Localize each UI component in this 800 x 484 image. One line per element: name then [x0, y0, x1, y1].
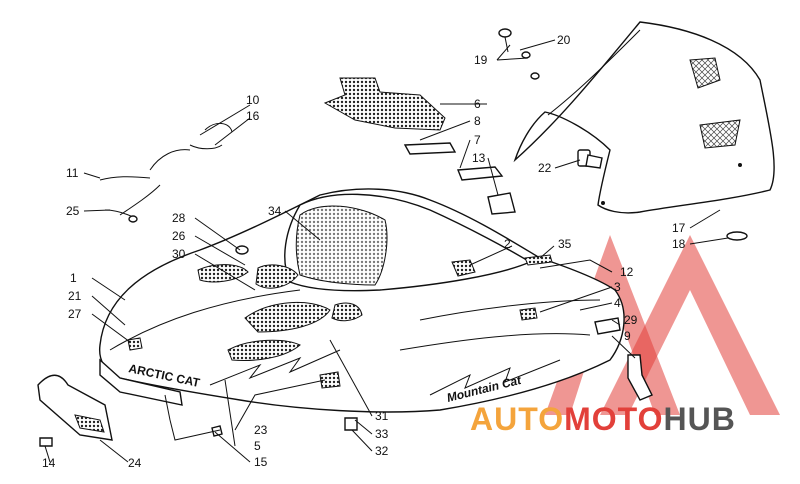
decal-13	[487, 192, 516, 215]
watermark-word-moto: MOTO	[564, 401, 663, 437]
callout-15: 15	[254, 455, 268, 469]
watermark-word-auto: AUTO	[470, 401, 564, 437]
callout-34: 34	[268, 204, 282, 218]
decal-2	[451, 259, 476, 277]
side-vents	[197, 264, 363, 361]
callout-26: 26	[172, 229, 186, 243]
windshield	[513, 21, 775, 214]
callout-20: 20	[557, 33, 571, 47]
screw-19-20	[498, 28, 540, 80]
callout-6: 6	[474, 97, 481, 111]
callout-28: 28	[172, 211, 186, 225]
callout-10: 10	[246, 93, 260, 107]
decal-3	[519, 307, 538, 321]
callout-25: 25	[66, 204, 80, 218]
mount-bracket-9	[594, 317, 653, 401]
callout-27: 27	[68, 307, 82, 321]
decal-23	[319, 371, 341, 389]
watermark-text: AUTOMOTOHUB	[470, 401, 736, 437]
callout-21: 21	[68, 289, 82, 303]
callout-19: 19	[474, 53, 488, 67]
callout-35: 35	[558, 237, 572, 251]
headlight-housing	[235, 245, 299, 289]
callout-4: 4	[614, 296, 621, 310]
callout-31: 31	[375, 409, 389, 423]
callout-8: 8	[474, 114, 481, 128]
callout-14: 14	[42, 456, 56, 470]
callout-9: 9	[624, 329, 631, 343]
callout-23: 23	[254, 423, 268, 437]
callout-16: 16	[246, 109, 260, 123]
side-graphics	[209, 349, 561, 396]
callout-13: 13	[472, 151, 486, 165]
hood-vent-decal-6	[323, 77, 446, 131]
callout-3: 3	[614, 280, 621, 294]
callout-11: 11	[66, 166, 79, 180]
callout-5: 5	[254, 439, 261, 453]
callout-33: 33	[375, 427, 389, 441]
callout-labels: 1 2 3 4 5 6 7 8 9 10 11 12 13 14 15 16 1…	[42, 33, 686, 470]
decal-27	[127, 337, 143, 351]
callout-24: 24	[128, 456, 142, 470]
callout-22: 22	[538, 161, 552, 175]
callout-30: 30	[172, 247, 186, 261]
callout-7: 7	[474, 133, 481, 147]
clip-32	[344, 417, 358, 431]
callout-18: 18	[672, 237, 686, 251]
decal-8	[403, 142, 457, 155]
callout-17: 17	[672, 221, 686, 235]
bumper-bracket	[37, 374, 113, 447]
callout-2: 2	[504, 237, 511, 251]
grommet-18	[726, 231, 748, 241]
watermark-triangle-right	[600, 235, 780, 415]
decal-7	[456, 166, 504, 181]
callout-1: 1	[70, 271, 77, 285]
callout-12: 12	[620, 265, 634, 279]
callout-29: 29	[624, 313, 638, 327]
cable-assembly	[99, 123, 233, 223]
watermark-word-hub: HUB	[663, 401, 735, 437]
leader-lines	[44, 39, 729, 463]
callout-32: 32	[375, 444, 389, 458]
bracket-22	[577, 149, 603, 169]
